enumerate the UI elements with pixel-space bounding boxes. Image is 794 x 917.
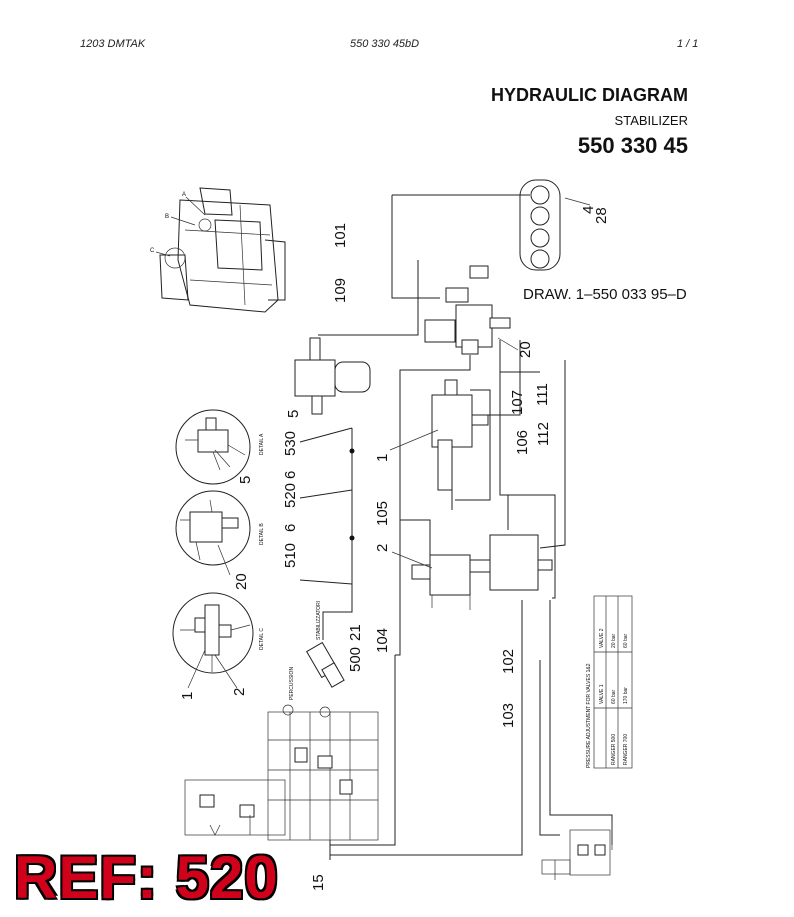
- tank-circuit: [541, 820, 613, 880]
- header-doc-code: 1203 DMTAK: [80, 38, 146, 50]
- pressure-row1-valve1: 60 bar: [611, 689, 617, 704]
- callout-520: 520: [282, 483, 299, 508]
- callout-15: 15: [310, 874, 327, 891]
- drawing-reference: DRAW. 1–550 033 95–D: [523, 286, 687, 303]
- pressure-row2-name: RANGER 700: [623, 734, 629, 765]
- main-hydraulic-circuit: [184, 704, 379, 860]
- component-5: [294, 337, 371, 415]
- callout-21: 21: [347, 624, 364, 641]
- callout-111: 111: [534, 383, 551, 406]
- callouts: 4 28 101 109 20 5 107 111 530 6 1 106 11…: [179, 206, 610, 891]
- callout-1-detail: 1: [179, 692, 196, 700]
- detail-b-label: DETAIL B: [259, 523, 265, 545]
- junctions: [349, 448, 355, 541]
- callout-28: 28: [593, 207, 610, 224]
- pressure-header-valve1: VALVE 1: [599, 684, 605, 704]
- callout-101: 101: [332, 223, 349, 248]
- valve-block-20: [424, 265, 511, 355]
- callout-4: 4: [580, 206, 597, 214]
- reference-badge: REF: 520: [14, 844, 279, 911]
- detail-b: DETAIL B: [175, 490, 265, 566]
- machine-letter-b: B: [165, 214, 169, 220]
- callout-5-detail: 5: [237, 476, 254, 484]
- pressure-header-valve2: VALVE 2: [599, 628, 605, 648]
- part-number: 550 330 45: [577, 133, 688, 158]
- callout-107: 107: [509, 390, 526, 415]
- detail-c-label: DETAIL C: [259, 628, 265, 650]
- machine-illustration: A B C: [150, 187, 286, 313]
- callout-6-upper: 6: [282, 471, 299, 479]
- callout-103: 103: [500, 703, 517, 728]
- detail-a-label: DETAIL A: [259, 433, 265, 455]
- pressure-table-title: PRESSURE ADJUSTMENT FOR VALVES 1&2: [586, 663, 592, 768]
- hydraulic-lines: [299, 194, 613, 856]
- machine-letter-c: C: [150, 248, 155, 254]
- callout-102: 102: [500, 649, 517, 674]
- callout-6-lower: 6: [282, 524, 299, 532]
- detail-a: DETAIL A: [175, 409, 265, 485]
- callout-20-top: 20: [517, 341, 534, 358]
- callout-2-detail: 2: [231, 688, 248, 696]
- callout-5-top: 5: [285, 410, 302, 418]
- detail-c: DETAIL C: [172, 592, 265, 674]
- callout-109: 109: [332, 278, 349, 303]
- callout-105: 105: [374, 501, 391, 526]
- pressure-row2-valve2: 60 bar: [623, 633, 629, 648]
- callout-530: 530: [282, 431, 299, 456]
- callout-1-mid: 1: [374, 454, 391, 462]
- diagram-subtitle: STABILIZER: [614, 113, 688, 128]
- pressure-row1-valve2: 20 bar: [611, 633, 617, 648]
- stabilizer-label: STABILIZZATORI: [316, 601, 322, 640]
- callout-20-detail: 20: [233, 573, 250, 590]
- callout-112: 112: [535, 422, 552, 446]
- valve-block-2: [411, 534, 553, 596]
- pressure-table: PRESSURE ADJUSTMENT FOR VALVES 1&2 VALVE…: [586, 595, 633, 769]
- remote-control-unit: [519, 179, 561, 271]
- callout-104: 104: [374, 628, 391, 653]
- diagram-title: HYDRAULIC DIAGRAM: [491, 85, 688, 105]
- pressure-row2-valve1: 170 bar: [623, 687, 629, 704]
- header-file-name: 550 330 45bD: [350, 38, 420, 50]
- stabilizer-control-valve: STABILIZZATORI PERCUSSION: [289, 601, 345, 700]
- pressure-row1-name: RANGER 500: [611, 734, 617, 765]
- header-page-count: 1 / 1: [677, 38, 699, 50]
- callout-510: 510: [282, 543, 299, 568]
- machine-letter-a: A: [182, 192, 186, 198]
- callout-106: 106: [514, 430, 531, 455]
- leader-lines: [187, 197, 591, 689]
- percussion-label: PERCUSSION: [289, 667, 295, 700]
- callout-500: 500: [347, 647, 364, 672]
- valve-block-1: [431, 379, 489, 491]
- callout-2-mid: 2: [374, 544, 391, 552]
